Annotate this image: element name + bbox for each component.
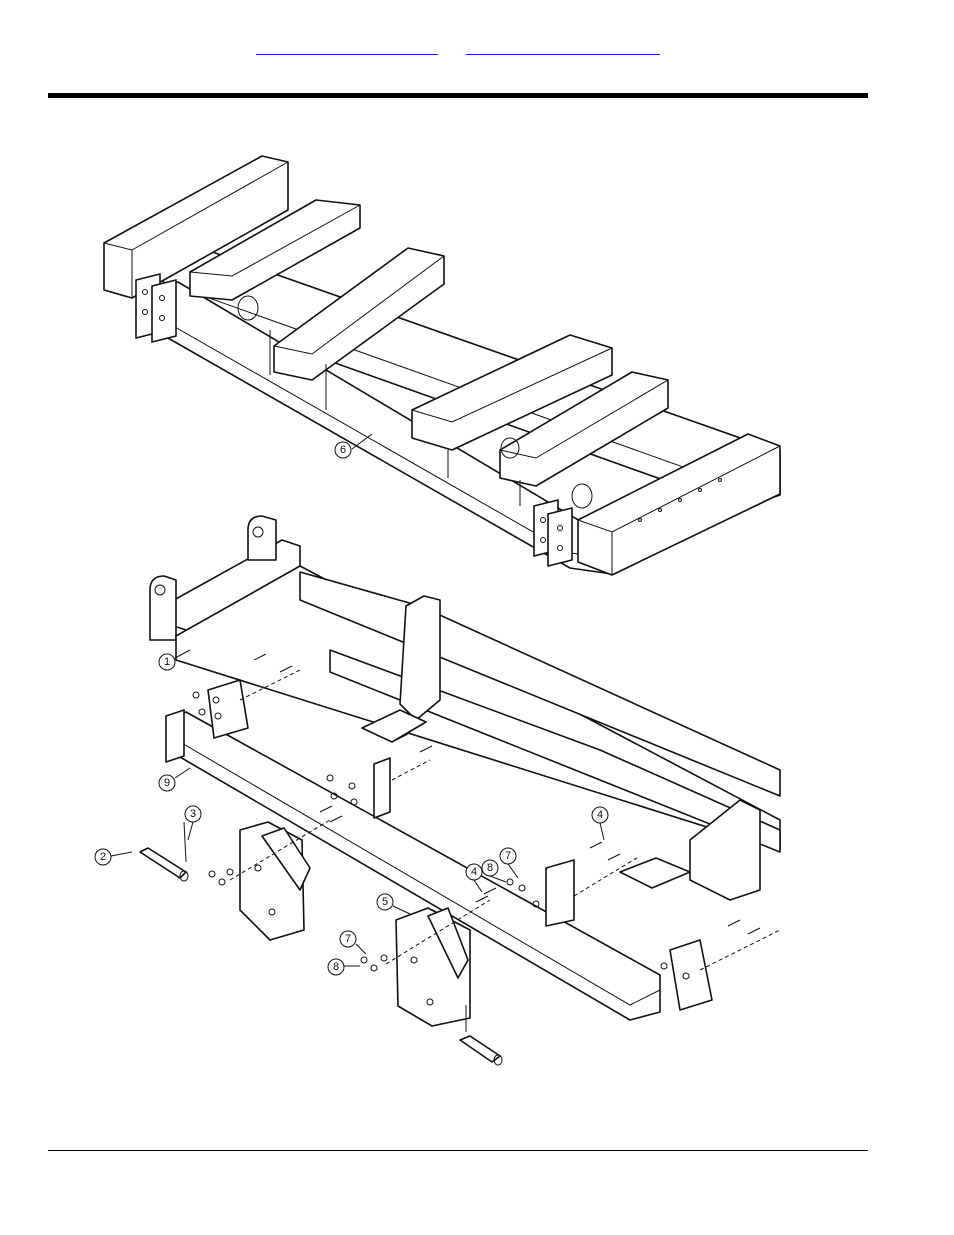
svg-text:7: 7: [345, 933, 351, 945]
callout-9: 9: [159, 768, 190, 791]
lower-hitch-assembly: [140, 516, 780, 1065]
callout-8-lower: 8: [328, 959, 360, 975]
callout-2: 2: [95, 849, 132, 865]
svg-text:6: 6: [340, 444, 346, 456]
svg-text:4: 4: [471, 866, 477, 878]
upper-frame-assembly: [104, 156, 780, 575]
svg-text:7: 7: [505, 850, 511, 862]
callout-7-upper: 7: [500, 848, 518, 878]
svg-text:9: 9: [164, 777, 170, 789]
svg-text:4: 4: [597, 809, 603, 821]
svg-text:3: 3: [190, 808, 196, 820]
footer-rule: [48, 1150, 868, 1151]
svg-text:8: 8: [487, 862, 493, 874]
svg-text:2: 2: [100, 851, 106, 863]
callout-3: 3: [185, 806, 201, 840]
svg-text:8: 8: [333, 961, 339, 973]
svg-text:5: 5: [382, 896, 388, 908]
callout-4-upper: 4: [592, 807, 608, 840]
callout-7-lower: 7: [340, 931, 366, 954]
callout-5: 5: [377, 894, 410, 914]
svg-text:1: 1: [164, 656, 170, 668]
